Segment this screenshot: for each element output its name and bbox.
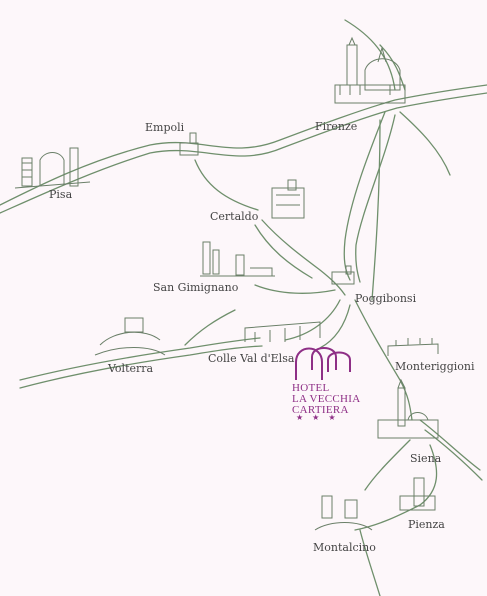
hotel-logo: HOTEL LA VECCHIA CARTIERA ★★★ (292, 349, 362, 425)
colle-sketch (244, 321, 321, 342)
road-siena-pienza (354, 444, 438, 531)
siena-sketch (377, 378, 439, 439)
town-label-colle-val-delsa: Colle Val d'Elsa (208, 352, 295, 365)
road-east-down (371, 119, 381, 301)
hotel-logo-line-1: HOTEL (292, 382, 330, 394)
road-volterra-colle-b (19, 345, 263, 389)
empoli-sketch (179, 132, 199, 156)
road-pisa-firenze-inner (0, 92, 487, 214)
road-sangimignano-poggibonsi (254, 284, 336, 294)
road-firenze-north (344, 19, 396, 91)
town-label-monteriggioni: Monteriggioni (395, 360, 475, 373)
certaldo-sketch (271, 179, 305, 219)
town-label-firenze: Firenze (315, 120, 358, 133)
pisa-sketch (14, 147, 91, 189)
town-label-empoli: Empoli (145, 121, 185, 134)
road-poggibonsi-siena (354, 299, 413, 421)
town-label-montalcino: Montalcino (313, 541, 376, 554)
hotel-logo-line-3: CARTIERA (292, 404, 349, 416)
road-firenze-north-b (379, 44, 406, 91)
road-volterra-sangimignano (184, 309, 236, 346)
road-siena-east-b (424, 429, 483, 481)
road-siena-east (419, 419, 481, 471)
road-certaldo-poggibonsi (261, 219, 346, 296)
road-firenze-east (399, 111, 451, 176)
town-label-pisa: Pisa (49, 188, 73, 201)
poggibonsi-sketch (331, 265, 355, 285)
monteriggioni-sketch (387, 338, 439, 356)
montalcino-sketch (314, 495, 373, 531)
sangimignano-sketch (200, 241, 275, 277)
town-label-pienza: Pienza (408, 518, 445, 531)
hotel-logo-stars: ★★★ (296, 413, 345, 422)
town-label-certaldo: Certaldo (210, 210, 259, 223)
town-label-san-gimignano: San Gimignano (153, 281, 239, 294)
road-poggibonsi-colle-b (319, 304, 351, 349)
road-pisa-firenze (0, 84, 487, 206)
hotel-logo-arches (295, 347, 351, 380)
road-firenze-poggibonsi-b (355, 114, 396, 283)
pienza-sketch (399, 477, 436, 511)
town-label-siena: Siena (410, 452, 442, 465)
volterra-sketch (94, 317, 166, 356)
firenze-sketch (334, 36, 406, 104)
town-label-volterra: Volterra (108, 362, 154, 375)
road-volterra-colle (19, 337, 261, 381)
road-certaldo-poggibonsi-b (254, 224, 313, 279)
road-poggibonsi-colle (284, 299, 341, 341)
road-south-bottom (359, 529, 381, 596)
town-label-poggibonsi: Poggibonsi (355, 292, 417, 305)
road-empoli-certaldo (194, 159, 259, 211)
hotel-logo-line-2: LA VECCHIA (292, 393, 361, 405)
road-siena-south (364, 439, 411, 491)
